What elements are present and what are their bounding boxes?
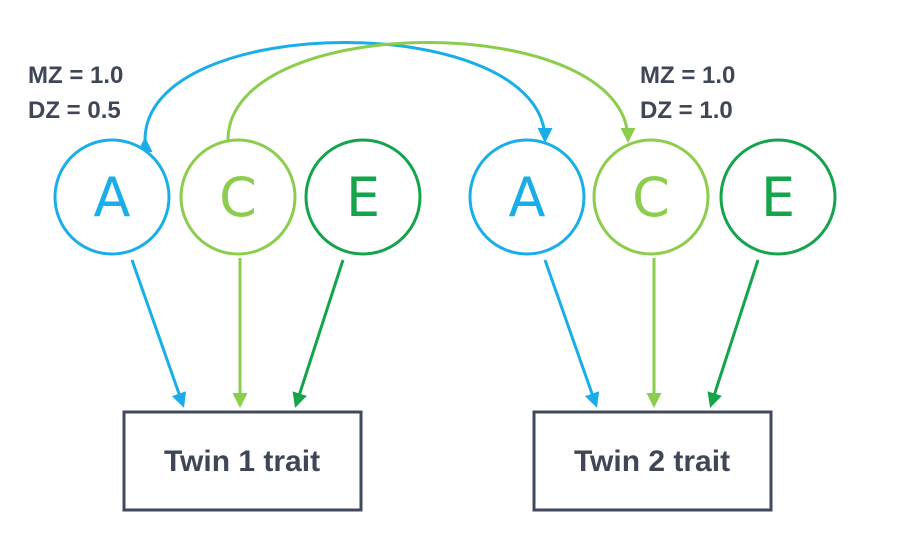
twin2-a-letter: A: [509, 166, 546, 229]
a-correlation-dz-label: DZ = 0.5: [28, 97, 121, 124]
twin1-e-node: E: [304, 138, 422, 256]
a-correlation-arc: [137, 41, 553, 153]
twin1-c-letter: C: [219, 166, 257, 229]
c-correlation-dz-label: DZ = 1.0: [640, 97, 733, 124]
twin1-e-letter: E: [346, 166, 380, 229]
a-correlation-mz-label: MZ = 1.0: [28, 62, 123, 89]
twin1-e-path-arrow: [292, 259, 345, 408]
twin2-a-path-arrow: [543, 259, 600, 408]
twin2-a-node: A: [468, 138, 586, 256]
twin1-a-path-arrow: [130, 259, 187, 408]
twin2-e-node: E: [719, 138, 837, 256]
twin1-trait-box: Twin 1 trait: [122, 410, 363, 512]
twin1-a-letter: A: [94, 166, 131, 229]
twin2-e-letter: E: [761, 166, 795, 229]
twin2-c-letter: C: [632, 166, 670, 229]
twin1-trait-label: Twin 1 trait: [164, 445, 320, 478]
twin2-c-node: C: [592, 138, 710, 256]
c-correlation-mz-label: MZ = 1.0: [640, 62, 735, 89]
c-correlation-arc: [220, 41, 636, 153]
twin2-trait-box: Twin 2 trait: [532, 410, 773, 512]
twin1-a-node: A: [53, 138, 171, 256]
twin1-c-node: C: [179, 138, 297, 256]
twin2-e-path-arrow: [707, 259, 760, 408]
twin2-trait-label: Twin 2 trait: [574, 445, 730, 478]
